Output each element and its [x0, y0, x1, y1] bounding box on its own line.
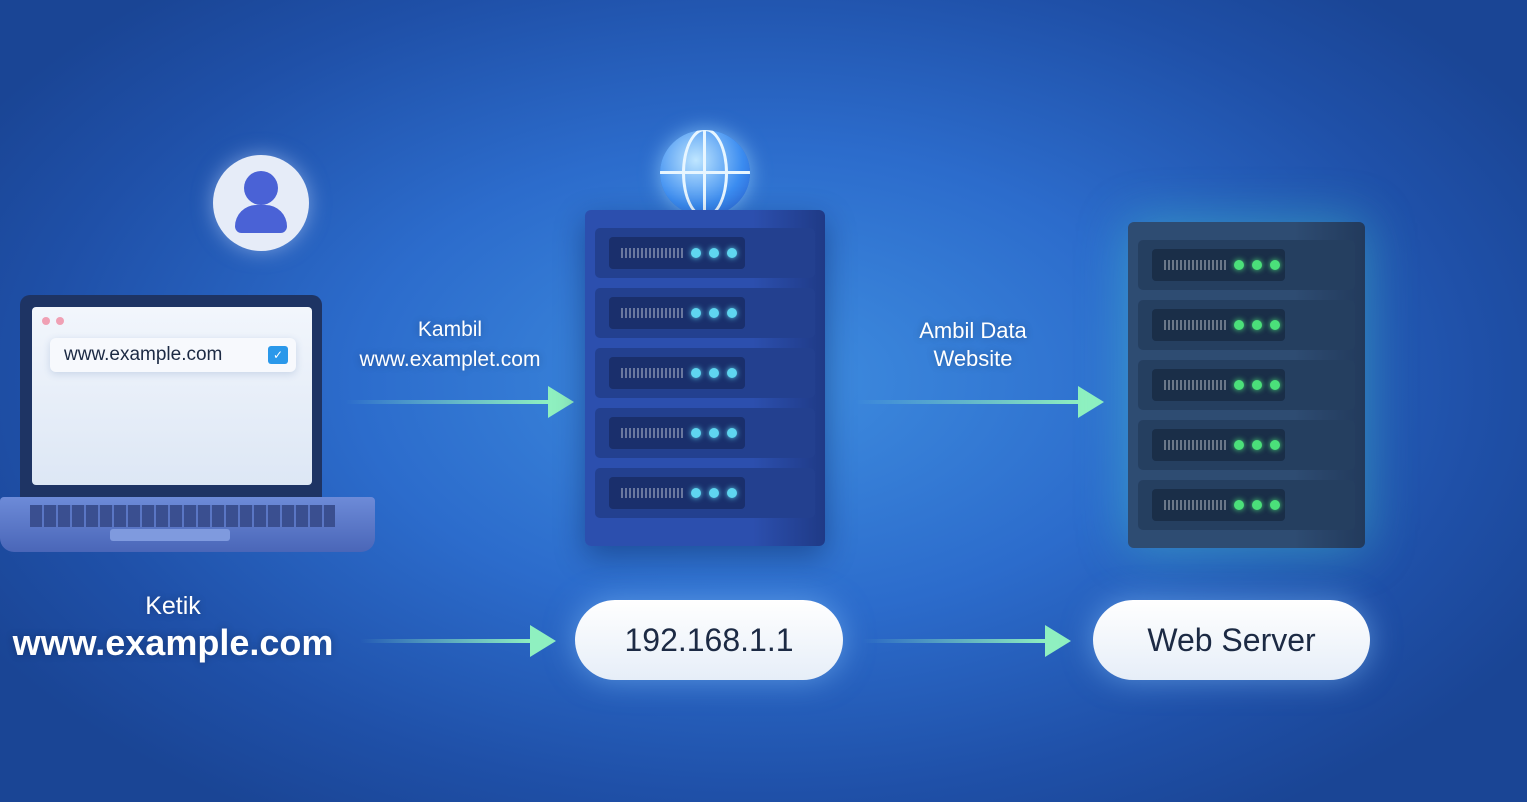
web-server-label: Web Server: [1147, 621, 1316, 658]
server-unit: [1138, 240, 1355, 290]
globe-icon: [660, 130, 750, 216]
window-dot-icon: [42, 317, 50, 325]
status-led: [709, 368, 719, 378]
web-server: [1128, 222, 1365, 548]
status-led: [1270, 380, 1280, 390]
web-server-pill: Web Server: [1093, 600, 1370, 680]
arrow-to-web-server: [855, 386, 1104, 418]
step1-label-line2: www.examplet.com: [359, 348, 541, 371]
step-caption-type: Ketik: [145, 592, 201, 620]
typed-url-caption: www.example.com: [12, 622, 334, 663]
ip-address: 192.168.1.1: [624, 621, 794, 658]
laptop-base: [0, 497, 375, 552]
ip-address-pill: 192.168.1.1: [575, 600, 843, 680]
window-dot-icon: [56, 317, 64, 325]
vent-grille: [621, 368, 685, 378]
go-icon[interactable]: ✓: [268, 346, 288, 364]
status-led: [1234, 260, 1244, 270]
status-led: [1270, 440, 1280, 450]
arrow-bottom-1: [360, 625, 556, 657]
user-avatar: [213, 155, 309, 251]
server-unit: [595, 348, 815, 398]
arrow-bottom-2: [862, 625, 1071, 657]
status-led: [709, 488, 719, 498]
status-led: [727, 488, 737, 498]
laptop: www.example.com ✓: [20, 295, 322, 499]
status-led: [1252, 260, 1262, 270]
server-unit: [1138, 300, 1355, 350]
url-bar[interactable]: www.example.com ✓: [50, 338, 296, 372]
status-led: [1270, 260, 1280, 270]
user-icon-body: [235, 205, 287, 233]
vent-grille: [1164, 320, 1228, 330]
vent-grille: [621, 428, 685, 438]
server-unit: [595, 228, 815, 278]
status-led: [727, 248, 737, 258]
status-led: [727, 308, 737, 318]
vent-grille: [1164, 440, 1228, 450]
status-led: [1252, 500, 1262, 510]
status-led: [709, 428, 719, 438]
vent-grille: [1164, 500, 1228, 510]
status-led: [727, 428, 737, 438]
server-unit: [1138, 360, 1355, 410]
url-text: www.example.com: [64, 344, 223, 365]
server-unit: [595, 468, 815, 518]
status-led: [691, 428, 701, 438]
status-led: [1234, 500, 1244, 510]
status-led: [691, 488, 701, 498]
status-led: [1270, 320, 1280, 330]
server-unit: [595, 288, 815, 338]
server-unit: [1138, 420, 1355, 470]
step2-label-line2: Website: [933, 346, 1013, 371]
vent-grille: [621, 308, 685, 318]
server-unit: [595, 408, 815, 458]
keyboard: [30, 505, 335, 527]
status-led: [1252, 320, 1262, 330]
status-led: [1270, 500, 1280, 510]
status-led: [1252, 440, 1262, 450]
status-led: [709, 308, 719, 318]
status-led: [1234, 440, 1244, 450]
status-led: [1234, 320, 1244, 330]
arrow-to-dns: [345, 386, 574, 418]
vent-grille: [1164, 260, 1228, 270]
dns-server: [585, 210, 825, 546]
status-led: [1234, 380, 1244, 390]
browser-screen: www.example.com ✓: [32, 307, 312, 485]
step2-label-line1: Ambil Data: [919, 318, 1027, 343]
trackpad: [110, 529, 230, 541]
user-icon: [244, 171, 278, 205]
status-led: [691, 368, 701, 378]
status-led: [691, 308, 701, 318]
vent-grille: [621, 488, 685, 498]
status-led: [1252, 380, 1262, 390]
vent-grille: [621, 248, 685, 258]
server-unit: [1138, 480, 1355, 530]
status-led: [727, 368, 737, 378]
step1-label-line1: Kambil: [417, 318, 483, 341]
status-led: [709, 248, 719, 258]
status-led: [691, 248, 701, 258]
vent-grille: [1164, 380, 1228, 390]
